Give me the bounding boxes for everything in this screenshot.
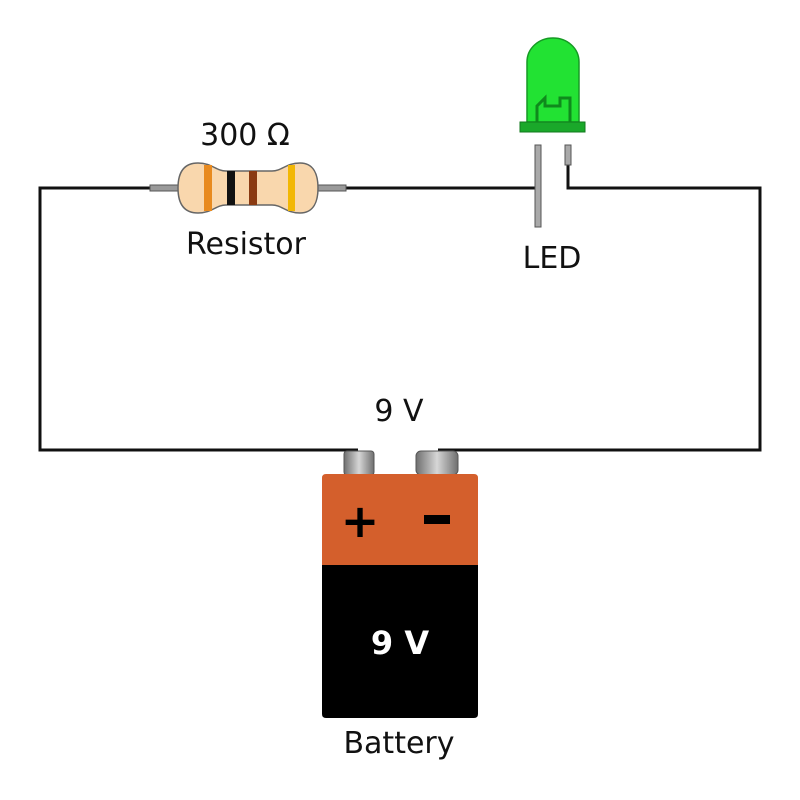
battery-plus-symbol: + xyxy=(341,494,380,548)
led xyxy=(519,37,586,228)
resistor-band-4 xyxy=(288,165,295,211)
battery-terminal-positive xyxy=(343,450,375,476)
led-lead-anode xyxy=(564,144,572,166)
resistor-lead-left xyxy=(149,184,183,192)
battery: + 9 V xyxy=(322,450,478,718)
resistor-band-2 xyxy=(227,171,235,205)
battery-body-bottom xyxy=(322,565,478,718)
battery-terminal-negative xyxy=(415,450,459,476)
led-name-label: LED xyxy=(523,241,582,276)
battery-minus-symbol xyxy=(424,515,450,524)
led-base xyxy=(519,121,586,133)
resistor-band-3 xyxy=(249,171,257,205)
resistor-body xyxy=(177,162,319,214)
resistor xyxy=(149,162,347,214)
circuit-wire xyxy=(38,186,358,452)
battery-body-top xyxy=(322,474,478,565)
resistor-band-1 xyxy=(204,165,212,211)
resistor-name-label: Resistor xyxy=(186,227,307,262)
resistor-value-label: 300 Ω xyxy=(200,118,290,153)
led-inner-anvil xyxy=(535,94,572,122)
battery-name-label: Battery xyxy=(343,726,454,761)
battery-voltage-label: 9 V xyxy=(374,394,424,429)
battery-face-label: 9 V xyxy=(371,624,429,662)
circuit-wire-right xyxy=(438,163,762,452)
led-lead-cathode xyxy=(534,144,542,228)
